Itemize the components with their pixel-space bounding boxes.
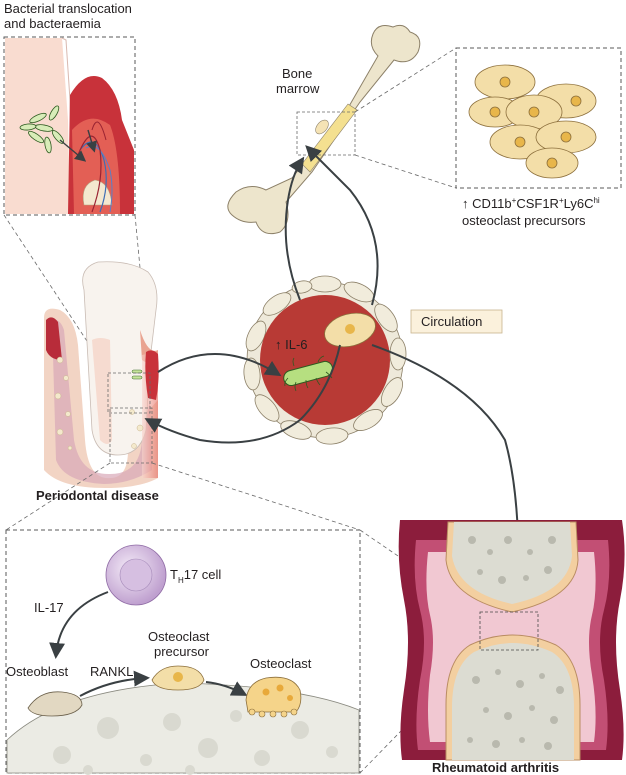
circulation-label: Circulation <box>421 314 482 329</box>
bacterial-translocation-label-1: Bacterial translocation <box>4 1 132 16</box>
periodontal-tooth-illustration <box>44 261 159 488</box>
pathway-arrows <box>144 145 527 616</box>
blood-vessel-red <box>77 135 102 213</box>
marrow-zoom-box <box>296 111 356 156</box>
arrow-to-osteoclast <box>205 681 248 696</box>
osteoblast-cell <box>27 691 83 717</box>
bone-marrow-cavity <box>301 103 358 173</box>
osteoclast-precursor-label-2: precursor <box>154 644 210 659</box>
alveolar-bone-dots <box>54 356 144 451</box>
trabecular-pattern <box>467 536 564 750</box>
osteoblast-label: Osteoblast <box>6 664 69 679</box>
blood-lumen <box>260 295 390 425</box>
arrow-tooth-to-blood <box>157 353 282 377</box>
bacteraemia-inset <box>3 36 136 216</box>
bone-marrow-label-2: marrow <box>276 81 320 96</box>
bacterial-translocation-label-2: and bacteraemia <box>4 16 102 31</box>
circulation-label-box <box>410 309 503 334</box>
il17-label: IL-17 <box>34 600 64 615</box>
bone-illustration <box>227 24 421 235</box>
osteoclast-precursor-label-1: Osteoclast <box>148 629 210 644</box>
osteoclast-label: Osteoclast <box>250 656 312 671</box>
periodontal-disease-label: Periodontal disease <box>36 488 159 503</box>
osteoclastogenesis-inset <box>5 529 361 775</box>
zoom-box-bottom <box>109 407 153 464</box>
zoom-box-top <box>107 372 151 414</box>
tooth-bacteria-icon <box>131 369 143 380</box>
rankl-label: RANKL <box>90 664 133 679</box>
th17-label: TH17 cell <box>170 567 221 585</box>
arrow-th17-to-osteoblast <box>49 591 109 659</box>
blood-vessel-cross-section <box>243 275 407 445</box>
precursor-markers-label: ↑ CD11b+CSF1R+Ly6Chi <box>462 196 600 211</box>
il6-label: ↑ IL-6 <box>275 337 308 352</box>
joint-zoom-box <box>479 611 539 651</box>
arrow-blood-to-marrow <box>284 156 305 301</box>
bone-shape <box>227 24 421 235</box>
rheumatoid-arthritis-label: Rheumatoid arthritis <box>432 760 559 775</box>
bone-surface-pits <box>53 710 338 775</box>
arrow-rankl <box>79 670 150 697</box>
osteoclast-cell <box>245 676 302 713</box>
bone-marrow-label-1: Bone <box>282 66 312 81</box>
arrow-marrow-from-blood <box>305 145 379 306</box>
precursor-cell-cluster <box>468 64 597 179</box>
inflamed-gum <box>145 350 159 400</box>
precursors-label-2: osteoclast precursors <box>462 213 586 228</box>
joint-illustration <box>398 520 625 761</box>
arrow-blood-to-tooth <box>144 344 341 444</box>
precursors-inset <box>455 47 622 189</box>
